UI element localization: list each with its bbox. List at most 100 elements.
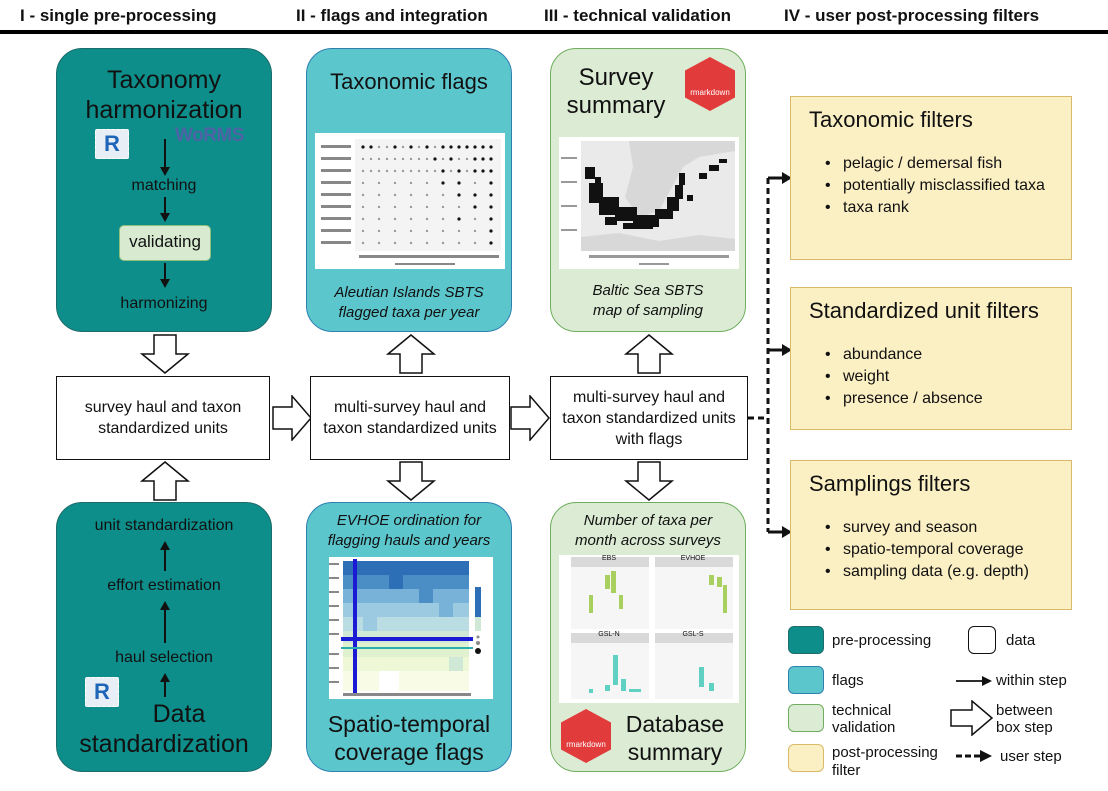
spatio-title-line2: coverage flags bbox=[334, 739, 484, 765]
legend-data: data bbox=[1006, 632, 1036, 649]
facet-label-ebs: EBS bbox=[601, 555, 616, 562]
unit-filters-title: Standardized unit filters bbox=[809, 298, 1039, 323]
taxonomic-filters-list: pelagic / demersal fish potentially misc… bbox=[825, 153, 1055, 219]
legend-technical-line2: validation bbox=[832, 719, 896, 736]
db-summary-caption-line2: month across surveys bbox=[575, 532, 721, 549]
user-step-arrow-icon bbox=[956, 750, 992, 762]
header-user-postprocessing: IV - user post-processing filters bbox=[784, 6, 1040, 25]
heatmap-legend bbox=[475, 587, 481, 654]
survey-summary-panel: Survey summary rmarkdown Baltic Sea SBTS… bbox=[550, 48, 746, 332]
step-matching: matching bbox=[131, 177, 197, 194]
step-unit-standardization: unit standardization bbox=[94, 517, 234, 534]
filter-item: spatio-temporal coverage bbox=[825, 539, 1075, 561]
between-arrow-up-icon bbox=[386, 334, 436, 374]
r-logo-icon: R bbox=[95, 129, 129, 159]
r-logo-icon: R bbox=[85, 677, 119, 707]
between-arrow-down-icon bbox=[386, 461, 436, 501]
spatio-caption-line1: EVHOE ordination for bbox=[336, 512, 482, 529]
legend-swatch-postprocessing bbox=[788, 744, 824, 772]
legend-swatch-flags bbox=[788, 666, 824, 694]
db-summary-title-line1: Database bbox=[625, 711, 725, 737]
heatmap-cells bbox=[343, 561, 469, 691]
data-standardization-panel: unit standardization effort estimation h… bbox=[56, 502, 272, 772]
legend-technical-line1: technical bbox=[832, 702, 892, 719]
data-std-title-line1: Data bbox=[152, 700, 206, 728]
legend-between-line2: box step bbox=[996, 719, 1053, 736]
taxonomy-title-line2: harmonization bbox=[85, 96, 243, 124]
data-box-survey-units: survey haul and taxon standardized units bbox=[56, 376, 270, 460]
arrow-down-icon bbox=[160, 167, 170, 176]
taxonomic-flags-title: Taxonomic flags bbox=[330, 69, 488, 94]
legend-postproc-line2: filter bbox=[832, 762, 861, 779]
filter-item: weight bbox=[825, 366, 1055, 388]
arrow-up-icon bbox=[160, 541, 170, 550]
between-arrow-right-icon bbox=[272, 395, 312, 441]
ordination-heatmap bbox=[329, 557, 493, 699]
header-divider bbox=[0, 30, 1108, 34]
data-std-title-line2: standardization bbox=[79, 730, 249, 758]
arrow-line bbox=[164, 549, 166, 571]
unit-filters-list: abundance weight presence / absence bbox=[825, 344, 1055, 410]
legend-postproc-line1: post-processing bbox=[832, 744, 938, 761]
legend-swatch-preprocessing bbox=[788, 626, 824, 654]
facet-gsl-s bbox=[655, 633, 733, 699]
between-arrow-up-icon bbox=[140, 461, 190, 501]
db-summary-title-line2: summary bbox=[627, 739, 723, 765]
rmarkdown-logo: rmarkdown bbox=[561, 709, 611, 763]
arrow-line bbox=[164, 681, 166, 697]
facet-label-gsl-n: GSL-N bbox=[598, 631, 620, 638]
tax-flags-caption-line2: flagged taxa per year bbox=[338, 304, 480, 321]
dot-grid bbox=[361, 145, 493, 245]
user-step-arrows bbox=[748, 172, 792, 538]
step-validating: validating bbox=[119, 225, 211, 261]
header-technical-validation: III - technical validation bbox=[544, 6, 732, 25]
taxa-per-month-facets bbox=[559, 555, 739, 703]
facet-gsl-n bbox=[571, 633, 649, 699]
legend-preprocessing: pre-processing bbox=[832, 632, 932, 649]
survey-summary-title-line2: summary bbox=[566, 92, 666, 119]
taxonomic-filters-title: Taxonomic filters bbox=[809, 107, 973, 132]
arrow-up-icon bbox=[160, 673, 170, 682]
legend-swatch-technical bbox=[788, 704, 824, 732]
arrow-line bbox=[164, 139, 166, 171]
arrow-down-icon bbox=[160, 213, 170, 222]
header-single-preprocessing: I - single pre-processing bbox=[20, 6, 217, 25]
spatio-temporal-flags-panel: EVHOE ordination for flagging hauls and … bbox=[306, 502, 512, 772]
arrow-line bbox=[164, 263, 166, 283]
filter-item: abundance bbox=[825, 344, 1055, 366]
filter-item: taxa rank bbox=[825, 197, 1055, 219]
taxonomic-filters-box: Taxonomic filters pelagic / demersal fis… bbox=[790, 96, 1072, 260]
rmarkdown-logo: rmarkdown bbox=[685, 57, 735, 111]
arrow-up-icon bbox=[160, 601, 170, 610]
samplings-filters-title: Samplings filters bbox=[809, 471, 971, 496]
filter-item: pelagic / demersal fish bbox=[825, 153, 1055, 175]
step-haul-selection: haul selection bbox=[115, 649, 213, 666]
arrow-down-icon bbox=[160, 279, 170, 288]
step-effort-estimation: effort estimation bbox=[107, 577, 221, 594]
within-step-arrow-icon bbox=[956, 676, 992, 686]
database-summary-panel: Number of taxa per month across surveys bbox=[550, 502, 746, 772]
legend-flags: flags bbox=[832, 672, 864, 689]
between-arrow-right-icon bbox=[510, 395, 550, 441]
samplings-filters-list: survey and season spatio-temporal covera… bbox=[825, 517, 1075, 583]
between-arrow-down-icon bbox=[140, 334, 190, 374]
survey-summary-caption-line1: Baltic Sea SBTS bbox=[592, 282, 704, 299]
legend-within-step: within step bbox=[996, 672, 1067, 689]
filter-item: presence / absence bbox=[825, 388, 1055, 410]
filter-item: potentially misclassified taxa bbox=[825, 175, 1055, 197]
facet-ebs bbox=[571, 557, 649, 629]
sampling-points bbox=[585, 159, 727, 229]
spatio-caption-line2: flagging hauls and years bbox=[327, 532, 491, 549]
worms-logo: WoRMS bbox=[175, 125, 244, 146]
facet-evhoe bbox=[655, 557, 733, 629]
facet-label-gsl-s: GSL-S bbox=[682, 631, 704, 638]
baltic-sampling-map bbox=[559, 137, 739, 269]
taxonomy-title-line1: Taxonomy bbox=[107, 66, 221, 94]
legend-between-line1: between bbox=[996, 702, 1053, 719]
filter-item: sampling data (e.g. depth) bbox=[825, 561, 1075, 583]
taxonomic-flags-panel: Taxonomic flags Aleutian Islands SBTS fl… bbox=[306, 48, 512, 332]
between-box-arrow-icon bbox=[950, 700, 994, 736]
between-arrow-down-icon bbox=[624, 461, 674, 501]
data-box-units-with-flags: multi-survey haul and taxon standardized… bbox=[550, 376, 748, 460]
tax-flags-caption-line1: Aleutian Islands SBTS bbox=[334, 284, 484, 301]
